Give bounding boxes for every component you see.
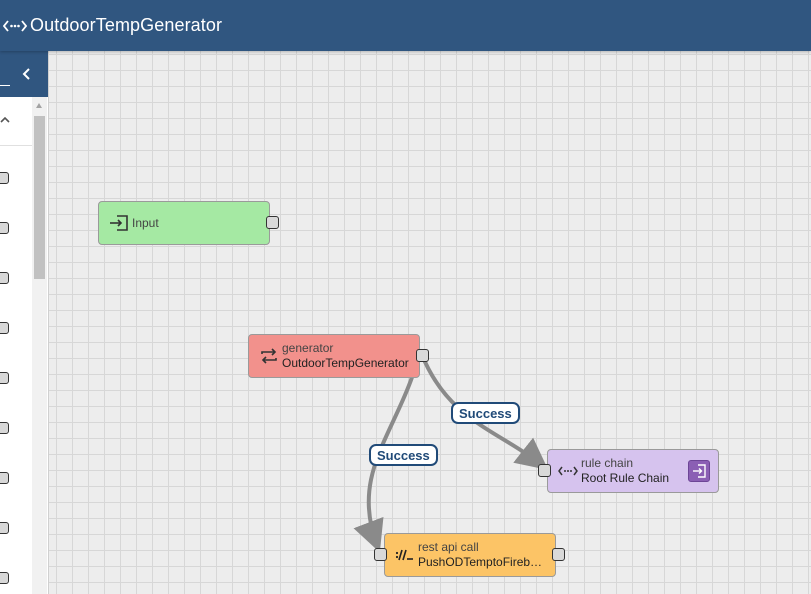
scroll-up-arrow-icon[interactable] (36, 103, 42, 108)
node-library-sidebar (0, 51, 49, 594)
sidebar-search-bar (0, 51, 48, 97)
node-name: Root Rule Chain (581, 471, 670, 485)
rule-chain-node[interactable]: rule chain Root Rule Chain (547, 449, 719, 493)
rule-chain-icon (557, 462, 579, 480)
rest-api-call-node[interactable]: rest api call PushODTemptoFireba... (384, 533, 556, 577)
scrollbar-thumb[interactable] (34, 116, 45, 279)
connection-label[interactable]: Success (451, 402, 520, 424)
output-port[interactable] (266, 216, 279, 229)
sidebar-scrollbar[interactable] (32, 97, 47, 594)
input-node[interactable]: Input (98, 201, 270, 245)
rule-chain-icon (2, 16, 28, 36)
node-name: PushODTemptoFireba... (418, 555, 546, 569)
library-node-port[interactable] (0, 472, 9, 484)
input-port[interactable] (538, 464, 551, 477)
output-port[interactable] (552, 548, 565, 561)
library-node-port[interactable] (0, 272, 9, 284)
connection-label[interactable]: Success (369, 444, 438, 466)
repeat-icon (258, 347, 280, 365)
input-port[interactable] (374, 548, 387, 561)
search-input[interactable] (0, 85, 10, 86)
node-type: rest api call (418, 540, 479, 554)
generator-node[interactable]: generator OutdoorTempGenerator (248, 334, 420, 378)
library-node-port[interactable] (0, 322, 9, 334)
library-node-port[interactable] (0, 572, 9, 584)
node-label: Input (132, 215, 159, 230)
library-node-port[interactable] (0, 522, 9, 534)
node-name: OutdoorTempGenerator (282, 356, 409, 370)
chevron-up-icon (0, 113, 12, 125)
node-type: rule chain (581, 456, 634, 470)
rest-api-icon (394, 546, 416, 564)
node-type: generator (282, 341, 334, 355)
rule-chain-canvas[interactable]: Input generator OutdoorTempGenerator (49, 51, 811, 594)
node-category-header[interactable] (0, 97, 32, 146)
library-node-port[interactable] (0, 172, 9, 184)
library-node-port[interactable] (0, 372, 9, 384)
app-header: OutdoorTempGenerator (0, 0, 811, 51)
chevron-left-icon[interactable] (18, 65, 34, 83)
page-title: OutdoorTempGenerator (30, 15, 223, 35)
input-icon (108, 214, 130, 232)
library-node-port[interactable] (0, 222, 9, 234)
connections-layer (353, 354, 549, 553)
output-port[interactable] (416, 349, 429, 362)
open-rule-chain-icon[interactable] (688, 460, 710, 482)
library-node-port[interactable] (0, 422, 9, 434)
